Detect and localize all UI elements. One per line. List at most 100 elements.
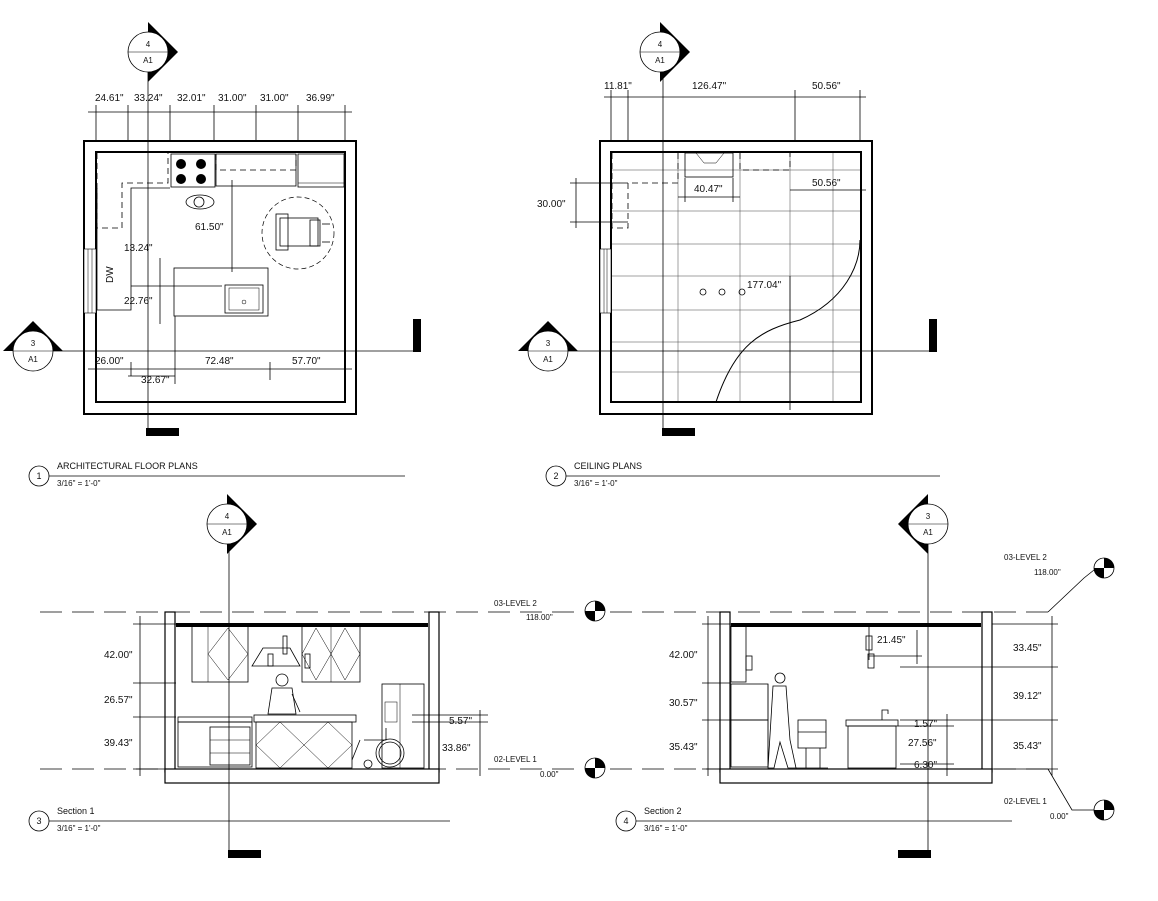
ceiling-curve [715, 239, 861, 403]
s1-level1-name: 02-LEVEL 1 [494, 755, 537, 764]
svg-text:4: 4 [658, 40, 663, 49]
section-cut-bar-right [413, 319, 421, 352]
s2-level2-name: 03-LEVEL 2 [1004, 553, 1047, 562]
title-4-scale: 3/16" = 1'-0" [644, 824, 688, 833]
p1-bot-dim-1: 26.00" [95, 356, 124, 367]
s1-level1-symbol [584, 757, 606, 779]
p2-top-dim-2: 126.47" [692, 81, 727, 92]
s2-top-section-marker: 3 A1 [898, 494, 949, 554]
title-block-2: 2 CEILING PLANS 3/16" = 1'-0" [545, 461, 940, 488]
svg-text:A1: A1 [923, 528, 933, 537]
svg-text:4: 4 [623, 816, 628, 826]
p1-bot-dim-4: 32.67" [141, 375, 170, 386]
ceiling-light-3 [738, 288, 746, 296]
svg-text:2: 2 [553, 471, 558, 481]
svg-text:A1: A1 [222, 528, 232, 537]
s1-dim-557: 5.57" [449, 716, 472, 727]
s1-wheelchair [351, 728, 405, 769]
title-2-name: CEILING PLANS [574, 461, 642, 471]
s2-level2-val: 118.00" [1034, 568, 1061, 577]
s2-level1-symbol [1093, 799, 1115, 821]
s1-fridge [381, 683, 425, 769]
title-block-1: 1 ARCHITECTURAL FLOOR PLANS 3/16" = 1'-0… [28, 461, 405, 488]
floor-plan: DW 24.61" 33.24" 32.01" 31.00" 31.00" 36… [3, 22, 421, 436]
s2-left-dim-1: 42.00" [669, 650, 698, 661]
s1-person [267, 673, 301, 715]
svg-text:1: 1 [36, 471, 41, 481]
floor-plan-cooktop [170, 153, 216, 188]
p2-dim-3000: 30.00" [537, 199, 566, 210]
s2-island-top [845, 719, 899, 727]
s1-level2-symbol [584, 600, 606, 622]
s2-dim-2756: 27.56" [908, 738, 937, 749]
p2-top-dim-3: 50.56" [812, 81, 841, 92]
dw-label: DW [105, 266, 116, 283]
p1-dim-1324: 13.24" [124, 243, 153, 254]
p1-top-dim-2: 33.24" [134, 93, 163, 104]
p1-top-dim-3: 32.01" [177, 93, 206, 104]
floor-plan-upper-cabinets [96, 153, 169, 229]
p2-top-section-marker: 4 A1 [639, 22, 690, 82]
section-2: 42.00" 30.57" 35.43" 33.45" 39.12" 35.43… [610, 494, 1115, 858]
s2-wheelchair [796, 719, 828, 769]
p2-top-dim-1: 11.81" [604, 81, 632, 92]
s1-level2-val: 118.00" [526, 613, 553, 622]
floor-plan-base-counter [96, 187, 170, 311]
p2-left-section-marker: 3 A1 [518, 321, 578, 372]
svg-text:3: 3 [31, 339, 36, 348]
p2-dim-4047: 40.47" [694, 184, 723, 195]
p2-dim-17704: 177.04" [747, 280, 782, 291]
p1-top-dim-1: 24.61" [95, 93, 124, 104]
s2-left-dim-2: 30.57" [669, 698, 698, 709]
s2-right-dim-3: 35.43" [1013, 741, 1042, 752]
svg-text:3: 3 [36, 816, 41, 826]
title-4-name: Section 2 [644, 806, 682, 816]
svg-text:A1: A1 [143, 56, 153, 65]
title-3-scale: 3/16" = 1'-0" [57, 824, 101, 833]
s2-right-dim-1: 33.45" [1013, 643, 1042, 654]
svg-text:A1: A1 [28, 355, 38, 364]
s1-range-hood [251, 647, 301, 667]
p1-top-dim-6: 36.99" [306, 93, 335, 104]
s1-dim-3386: 33.86" [442, 743, 471, 754]
title-1-scale: 3/16" = 1'-0" [57, 479, 101, 488]
p1-top-dim-5: 31.00" [260, 93, 289, 104]
section-1: 42.00" 26.57" 39.43" 5.57" 33.86" 03-LEV… [40, 494, 606, 858]
title-block-3: 3 Section 1 3/16" = 1'-0" [28, 806, 450, 833]
s2-level1-val: 0.00" [1050, 812, 1069, 821]
floor-plan-turning-circle [261, 196, 335, 270]
s2-level2-symbol [1093, 557, 1115, 579]
s1-dim-3: 39.43" [104, 738, 133, 749]
title-2-scale: 3/16" = 1'-0" [574, 479, 618, 488]
section-cut-bar-bottom [146, 428, 179, 436]
floor-plan-island [173, 267, 269, 317]
svg-text:A1: A1 [543, 355, 553, 364]
svg-text:4: 4 [225, 512, 230, 521]
s1-dim-2: 26.57" [104, 695, 133, 706]
p1-top-section-marker: 4 A1 [127, 22, 178, 82]
floor-plan-wheelchair [279, 217, 319, 247]
s2-dim-2145: 21.45" [877, 635, 906, 646]
s2-upper-cabinet [730, 625, 747, 683]
ceiling-light-1 [699, 288, 707, 296]
s2-person [767, 672, 797, 769]
ceiling-light-2 [718, 288, 726, 296]
svg-text:A1: A1 [655, 56, 665, 65]
floor-plan-fridge [297, 153, 345, 188]
s1-top-section-marker: 4 A1 [206, 494, 257, 554]
p2-dim-5056: 50.56" [812, 178, 841, 189]
title-block-4: 4 Section 2 3/16" = 1'-0" [615, 806, 1012, 833]
floor-plan-outer-wall [83, 140, 357, 415]
svg-text:3: 3 [926, 512, 931, 521]
svg-text:3: 3 [546, 339, 551, 348]
svg-text:4: 4 [146, 40, 151, 49]
p1-left-section-marker: 3 A1 [3, 321, 63, 372]
s2-level1-name: 02-LEVEL 1 [1004, 797, 1047, 806]
title-1-name: ARCHITECTURAL FLOOR PLANS [57, 461, 198, 471]
s1-island-top [253, 714, 357, 723]
p1-bot-dim-3: 57.70" [292, 356, 321, 367]
p1-top-dim-4: 31.00" [218, 93, 247, 104]
floor-plan-window [83, 248, 97, 314]
floor-plan-person [185, 194, 215, 210]
